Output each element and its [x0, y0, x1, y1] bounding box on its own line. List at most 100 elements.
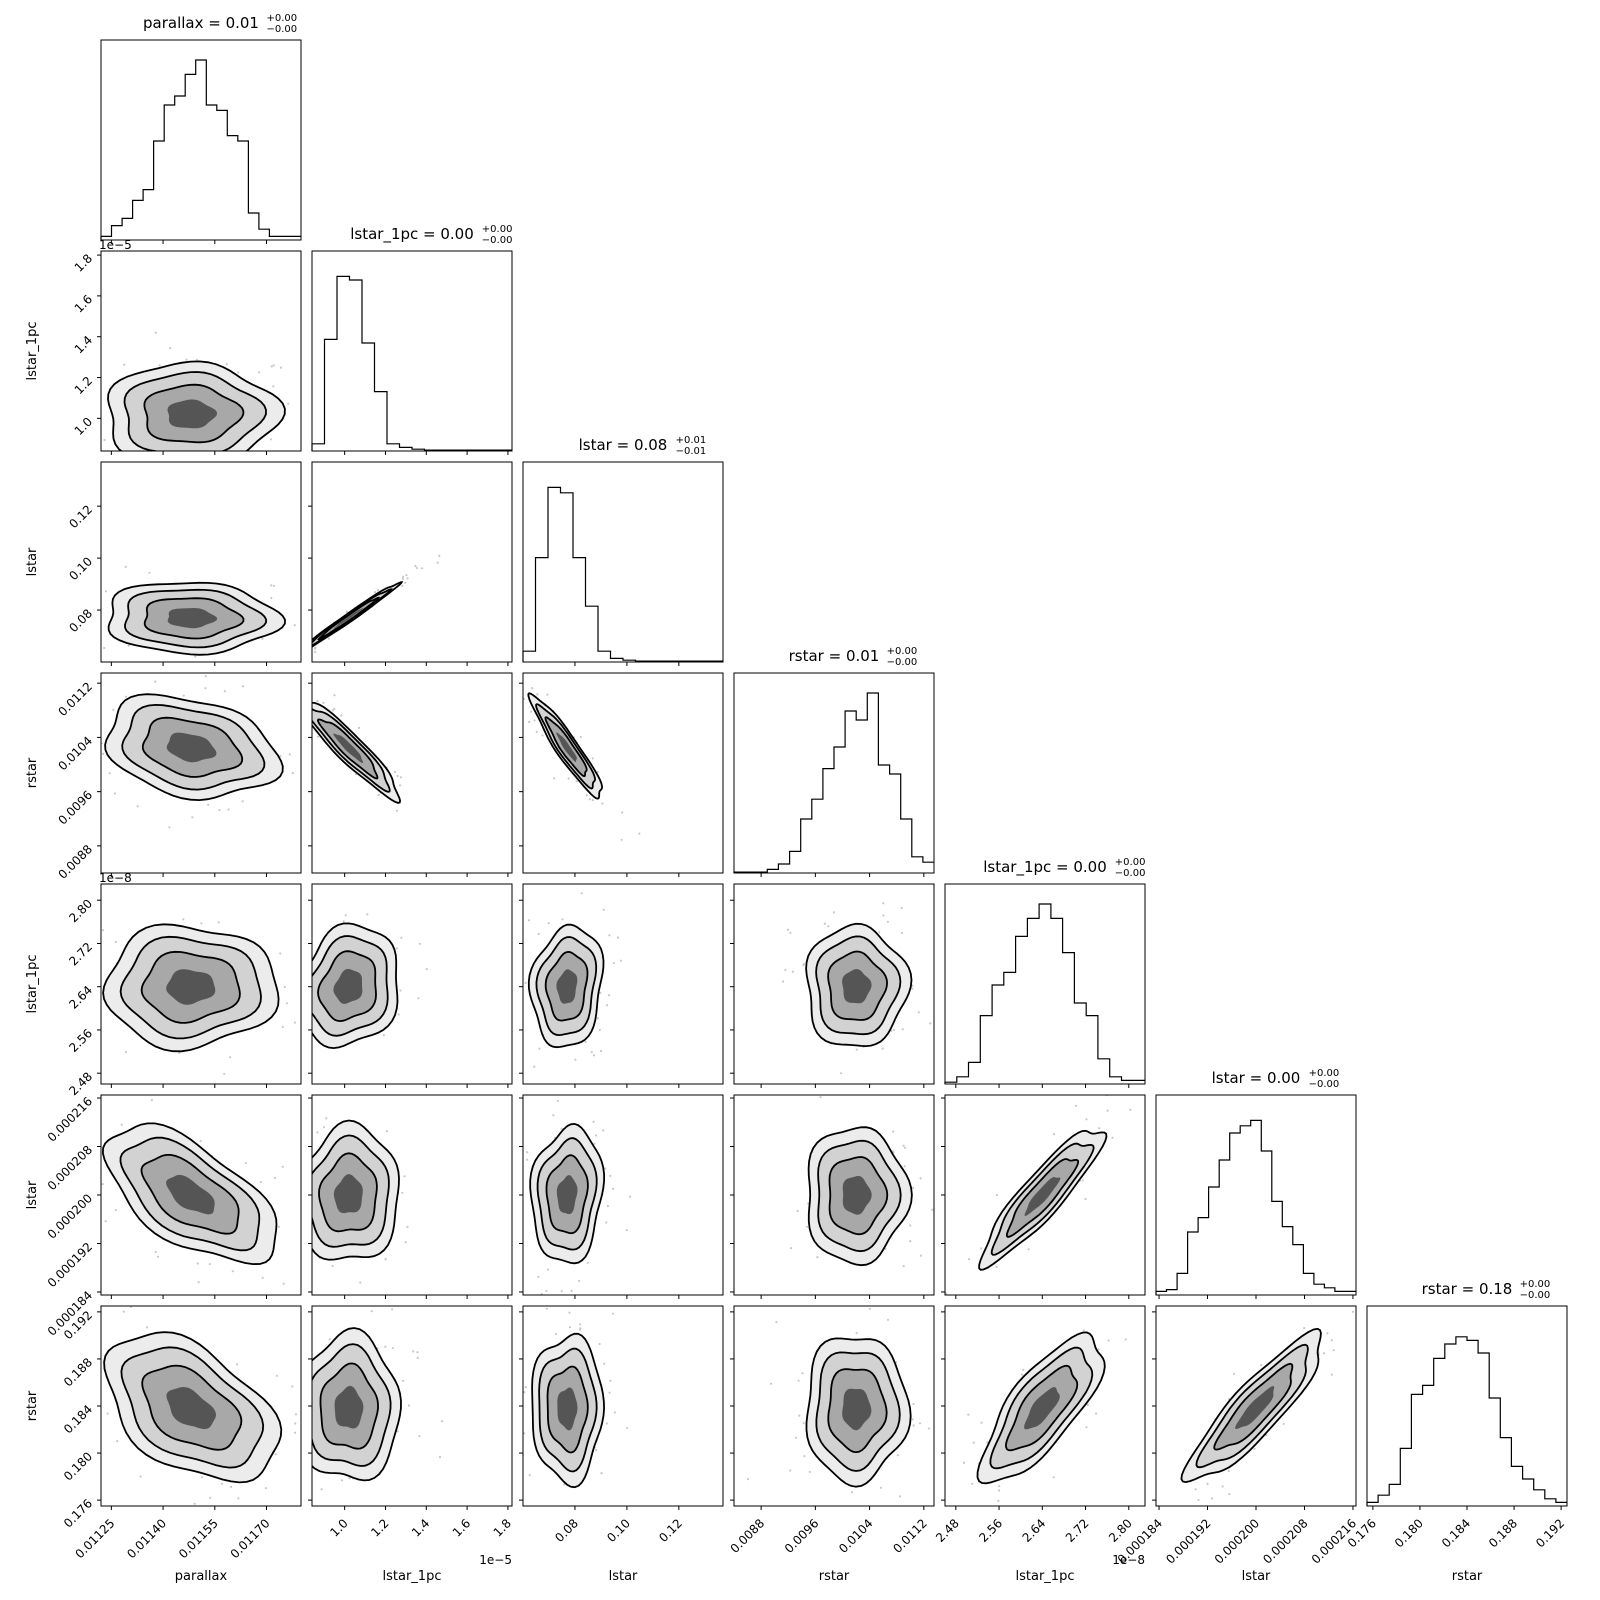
sample-point: [292, 1129, 294, 1131]
diag-title-main-3: rstar = 0.01: [789, 647, 880, 665]
x-axis-label-3: rstar: [819, 1569, 850, 1584]
sample-point: [406, 577, 409, 580]
contour-line-2: [1195, 1343, 1309, 1469]
sample-point: [191, 816, 194, 819]
sample-point: [552, 1114, 555, 1117]
sample-point: [620, 959, 623, 962]
diag-title-5: lstar = 0.00: [1212, 1069, 1301, 1087]
sample-point: [406, 1225, 409, 1229]
y-tick-label: 2.64: [66, 983, 95, 1012]
sample-point: [75, 984, 77, 986]
sample-point: [236, 1363, 239, 1366]
sample-point: [301, 907, 303, 909]
sample-point: [1052, 1133, 1056, 1136]
sample-point: [113, 792, 116, 795]
sample-point: [545, 1307, 548, 1310]
contour-line-2: [312, 708, 391, 793]
pair-content-5-0: [24, 1099, 285, 1285]
y-tick-label: 0.188: [61, 1355, 95, 1389]
sample-point: [122, 1310, 125, 1313]
sample-point: [297, 647, 299, 649]
sample-point: [292, 1032, 294, 1034]
sample-point: [1084, 1197, 1087, 1201]
contour-line-1: [104, 693, 284, 802]
sample-point: [108, 1271, 110, 1273]
sample-point: [124, 1051, 127, 1054]
sample-point: [293, 1524, 295, 1526]
sample-point: [541, 734, 544, 737]
sample-point: [199, 1139, 202, 1143]
panel-frame: [100, 1094, 302, 1296]
pair-content-5-1: [292, 1117, 409, 1284]
sample-point: [579, 1323, 582, 1326]
sample-point: [802, 1422, 805, 1425]
sample-point: [274, 708, 276, 710]
sample-point: [588, 798, 591, 801]
y-tick-label: 0.180: [61, 1449, 95, 1483]
sample-point: [552, 777, 556, 780]
histogram-step-0: [100, 59, 301, 240]
sample-point: [404, 581, 407, 584]
diag-title-main-4: lstar_1pc = 0.00: [983, 858, 1107, 877]
sample-point: [1197, 1499, 1200, 1502]
diag-title-main-0: parallax = 0.01: [143, 14, 259, 32]
sample-point: [919, 1254, 923, 1257]
pair-panel-4-0: 2.482.562.642.722.80: [66, 883, 303, 1098]
x-tick-label: 0.0104: [836, 1516, 876, 1556]
diag-title-sub-6: −0.00: [1520, 1290, 1551, 1301]
panel-frame: [522, 883, 724, 1085]
sample-point: [124, 695, 128, 698]
sample-point: [415, 566, 418, 570]
sample-point: [66, 1368, 68, 1370]
diag-title-main-6: rstar = 0.18: [1422, 1280, 1513, 1298]
sample-point: [1105, 1086, 1107, 1088]
sample-point: [156, 1255, 160, 1258]
x-axis-label-1: lstar_1pc: [383, 1569, 442, 1584]
contour-line-1: [978, 1129, 1108, 1271]
y-tick-label: 1.6: [72, 292, 95, 315]
sample-point: [220, 1482, 223, 1485]
sample-point: [307, 1044, 309, 1046]
sample-point: [929, 1022, 932, 1025]
sample-point: [1322, 1352, 1325, 1355]
sample-point: [272, 364, 275, 367]
sample-point: [608, 994, 611, 997]
sample-point: [1082, 1329, 1085, 1332]
contour-line-2: [119, 1136, 261, 1252]
sample-point: [507, 1332, 509, 1334]
sample-point: [196, 1262, 199, 1265]
x-tick-label: 0.08: [552, 1516, 581, 1545]
sample-point: [1052, 1476, 1055, 1479]
pair-panel-5-4: [941, 1086, 1146, 1299]
sample-point: [520, 1148, 522, 1150]
sample-point: [270, 365, 273, 368]
sample-point: [273, 1176, 277, 1180]
sample-point: [391, 1347, 394, 1350]
x-tick-label: 1.6: [450, 1516, 473, 1539]
sample-point: [592, 1120, 595, 1123]
sample-point: [204, 687, 207, 690]
contour-line-2: [123, 371, 267, 451]
pair-content-2-0: [94, 565, 296, 658]
sample-point: [612, 1187, 615, 1190]
sample-point: [625, 1229, 628, 1232]
sample-point: [308, 1056, 310, 1058]
sample-point: [185, 358, 188, 361]
sample-point: [414, 564, 417, 568]
sample-point: [94, 609, 96, 611]
sample-point: [402, 1508, 404, 1510]
sample-point: [545, 1289, 548, 1292]
sample-point: [230, 1485, 233, 1489]
y-offset-exponent-4: 1e−8: [99, 871, 132, 885]
sample-point: [798, 1414, 801, 1417]
sample-point: [823, 922, 826, 925]
sample-point: [898, 1495, 902, 1498]
panel-frame: [944, 883, 1146, 1085]
sample-point: [612, 961, 616, 965]
y-tick-label: 0.000192: [45, 1240, 95, 1290]
sample-point: [1260, 1364, 1263, 1367]
sample-point: [173, 499, 175, 501]
sample-point: [24, 1102, 26, 1104]
sample-point: [391, 1308, 394, 1311]
sample-point: [294, 1199, 296, 1201]
